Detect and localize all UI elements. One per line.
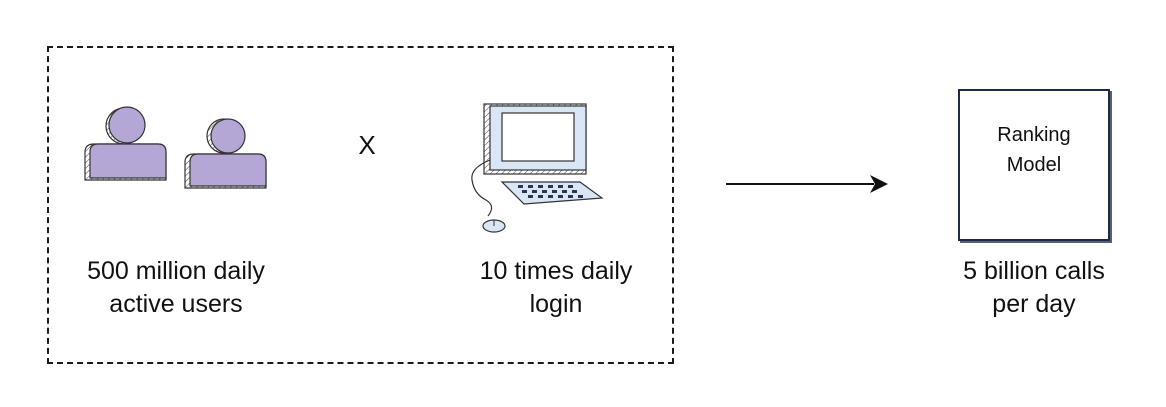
computer-icon — [471, 103, 604, 233]
users-icon — [84, 106, 267, 189]
result-label: 5 billion calls per day — [963, 257, 1105, 318]
users-times-login-group — [47, 46, 674, 364]
arrow-right-icon — [726, 175, 888, 193]
login-label: 10 times daily login — [479, 257, 633, 318]
users-label: 500 million daily active users — [87, 257, 265, 318]
ranking-model-label: Ranking Model — [997, 124, 1071, 176]
multiply-sign: X — [358, 130, 376, 160]
ranking-model-box: Ranking Model — [958, 89, 1110, 241]
